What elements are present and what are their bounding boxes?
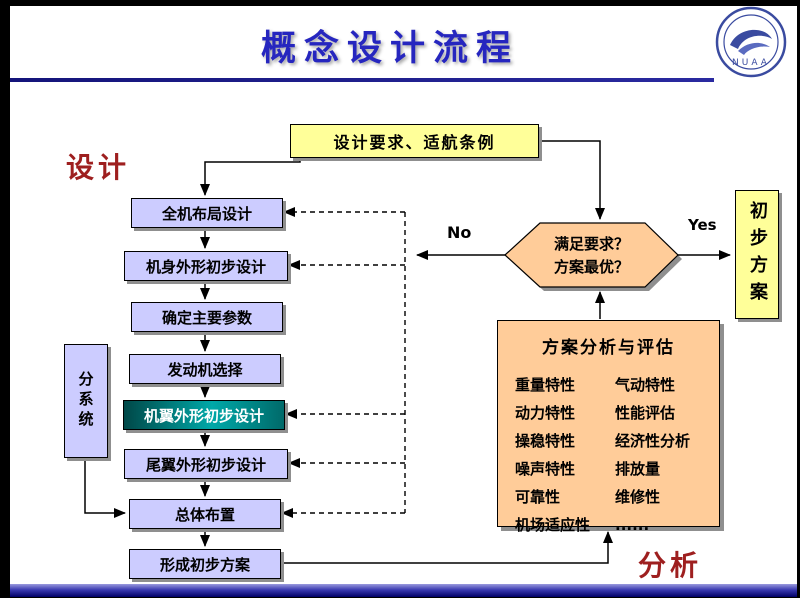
analysis-item: 性能评估 (615, 404, 676, 422)
decision-line2: 方案最优？ (553, 258, 629, 276)
decision-line1: 满足要求？ (553, 235, 629, 253)
analysis-item: 操稳特性 (515, 432, 576, 450)
analysis-item: 噪声特性 (515, 460, 576, 478)
analysis-item: 气动特性 (615, 376, 676, 394)
analysis-panel: 方案分析与评估 重量特性 气动特性 动力特性 性能评估 操稳特性 经济性分析 噪… (497, 320, 720, 534)
step-determine-main-parameters: 确定主要参数 (131, 302, 283, 332)
analysis-item: 重量特性 (515, 376, 576, 394)
analysis-item: 动力特性 (515, 404, 576, 422)
step-overall-layout-design: 全机布局设计 (131, 198, 283, 228)
analysis-item: 机场适应性 (515, 516, 591, 534)
analysis-panel-title: 方案分析与评估 (542, 338, 675, 358)
start-box-design-requirements: 设计要求、适航条例 (290, 124, 539, 158)
slide-title: 概念设计流程 (260, 29, 519, 69)
step-engine-selection: 发动机选择 (129, 354, 281, 384)
yes-label: Yes (688, 216, 717, 234)
analysis-item: ...... (615, 516, 650, 534)
step-fuselage-preliminary-design: 机身外形初步设计 (124, 251, 288, 281)
analysis-item: 维修性 (615, 488, 661, 506)
subsystem-box: 分系统 (64, 344, 108, 458)
step-overall-arrangement: 总体布置 (129, 499, 281, 529)
logo-text: NUAA (732, 58, 770, 68)
step-wing-preliminary-design: 机翼外形初步设计 (123, 400, 285, 430)
analysis-item: 排放量 (615, 460, 661, 478)
analysis-section-label: 分析 (638, 549, 703, 582)
analysis-items-grid: 重量特性 气动特性 动力特性 性能评估 操稳特性 经济性分析 噪声特性 排放量 … (515, 371, 719, 539)
design-section-label: 设计 (66, 151, 131, 184)
nuaa-logo-icon: NUAA (714, 5, 788, 79)
step-form-preliminary-scheme: 形成初步方案 (129, 549, 281, 579)
decision-hexagon: 满足要求？ 方案最优？ (505, 231, 678, 281)
title-divider (10, 78, 714, 82)
analysis-item: 可靠性 (515, 488, 561, 506)
result-box-preliminary-scheme: 初步方案 (735, 190, 779, 319)
slide-bottom-bar (10, 584, 797, 597)
no-label: No (447, 223, 472, 242)
step-tail-preliminary-design: 尾翼外形初步设计 (124, 449, 288, 479)
analysis-item: 经济性分析 (615, 432, 691, 450)
